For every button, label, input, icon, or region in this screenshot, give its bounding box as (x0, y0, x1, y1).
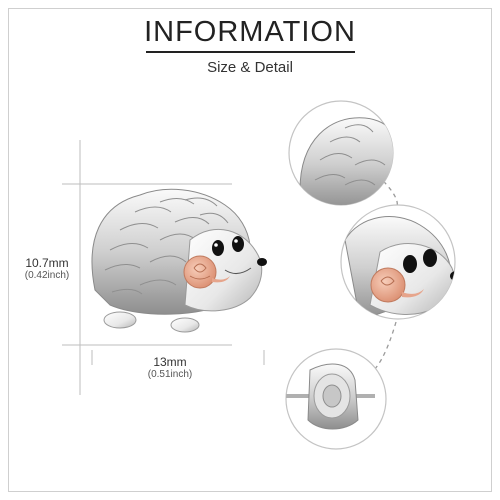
rose-leaf (212, 276, 230, 283)
page-subtitle: Size & Detail (207, 59, 293, 76)
dimension-guides (62, 140, 265, 395)
width-inch: (0.51inch) (147, 369, 193, 380)
width-mm: 13mm (153, 355, 187, 369)
height-inch: (0.42inch) (24, 270, 70, 281)
quill-lines (104, 197, 229, 295)
nose (257, 258, 267, 266)
detail-circle-quills (288, 100, 394, 206)
mouth (224, 267, 252, 274)
detail-circle-earring-back (285, 348, 387, 450)
title-underline (146, 51, 355, 53)
detail-circle-face (340, 204, 456, 320)
width-label: 13mm (0.51inch) (130, 355, 210, 380)
outer-frame (8, 8, 492, 492)
left-eye (232, 236, 244, 252)
back-foot (103, 311, 137, 329)
height-label: 10.7mm (0.42inch) (18, 256, 76, 281)
front-foot (170, 317, 200, 333)
right-eye (212, 240, 224, 256)
page-title: INFORMATION (144, 16, 356, 48)
dashed-connector (371, 169, 398, 373)
hedgehog-earring-main (91, 188, 267, 333)
hedgehog-face (184, 228, 263, 312)
height-mm: 10.7mm (25, 256, 69, 270)
